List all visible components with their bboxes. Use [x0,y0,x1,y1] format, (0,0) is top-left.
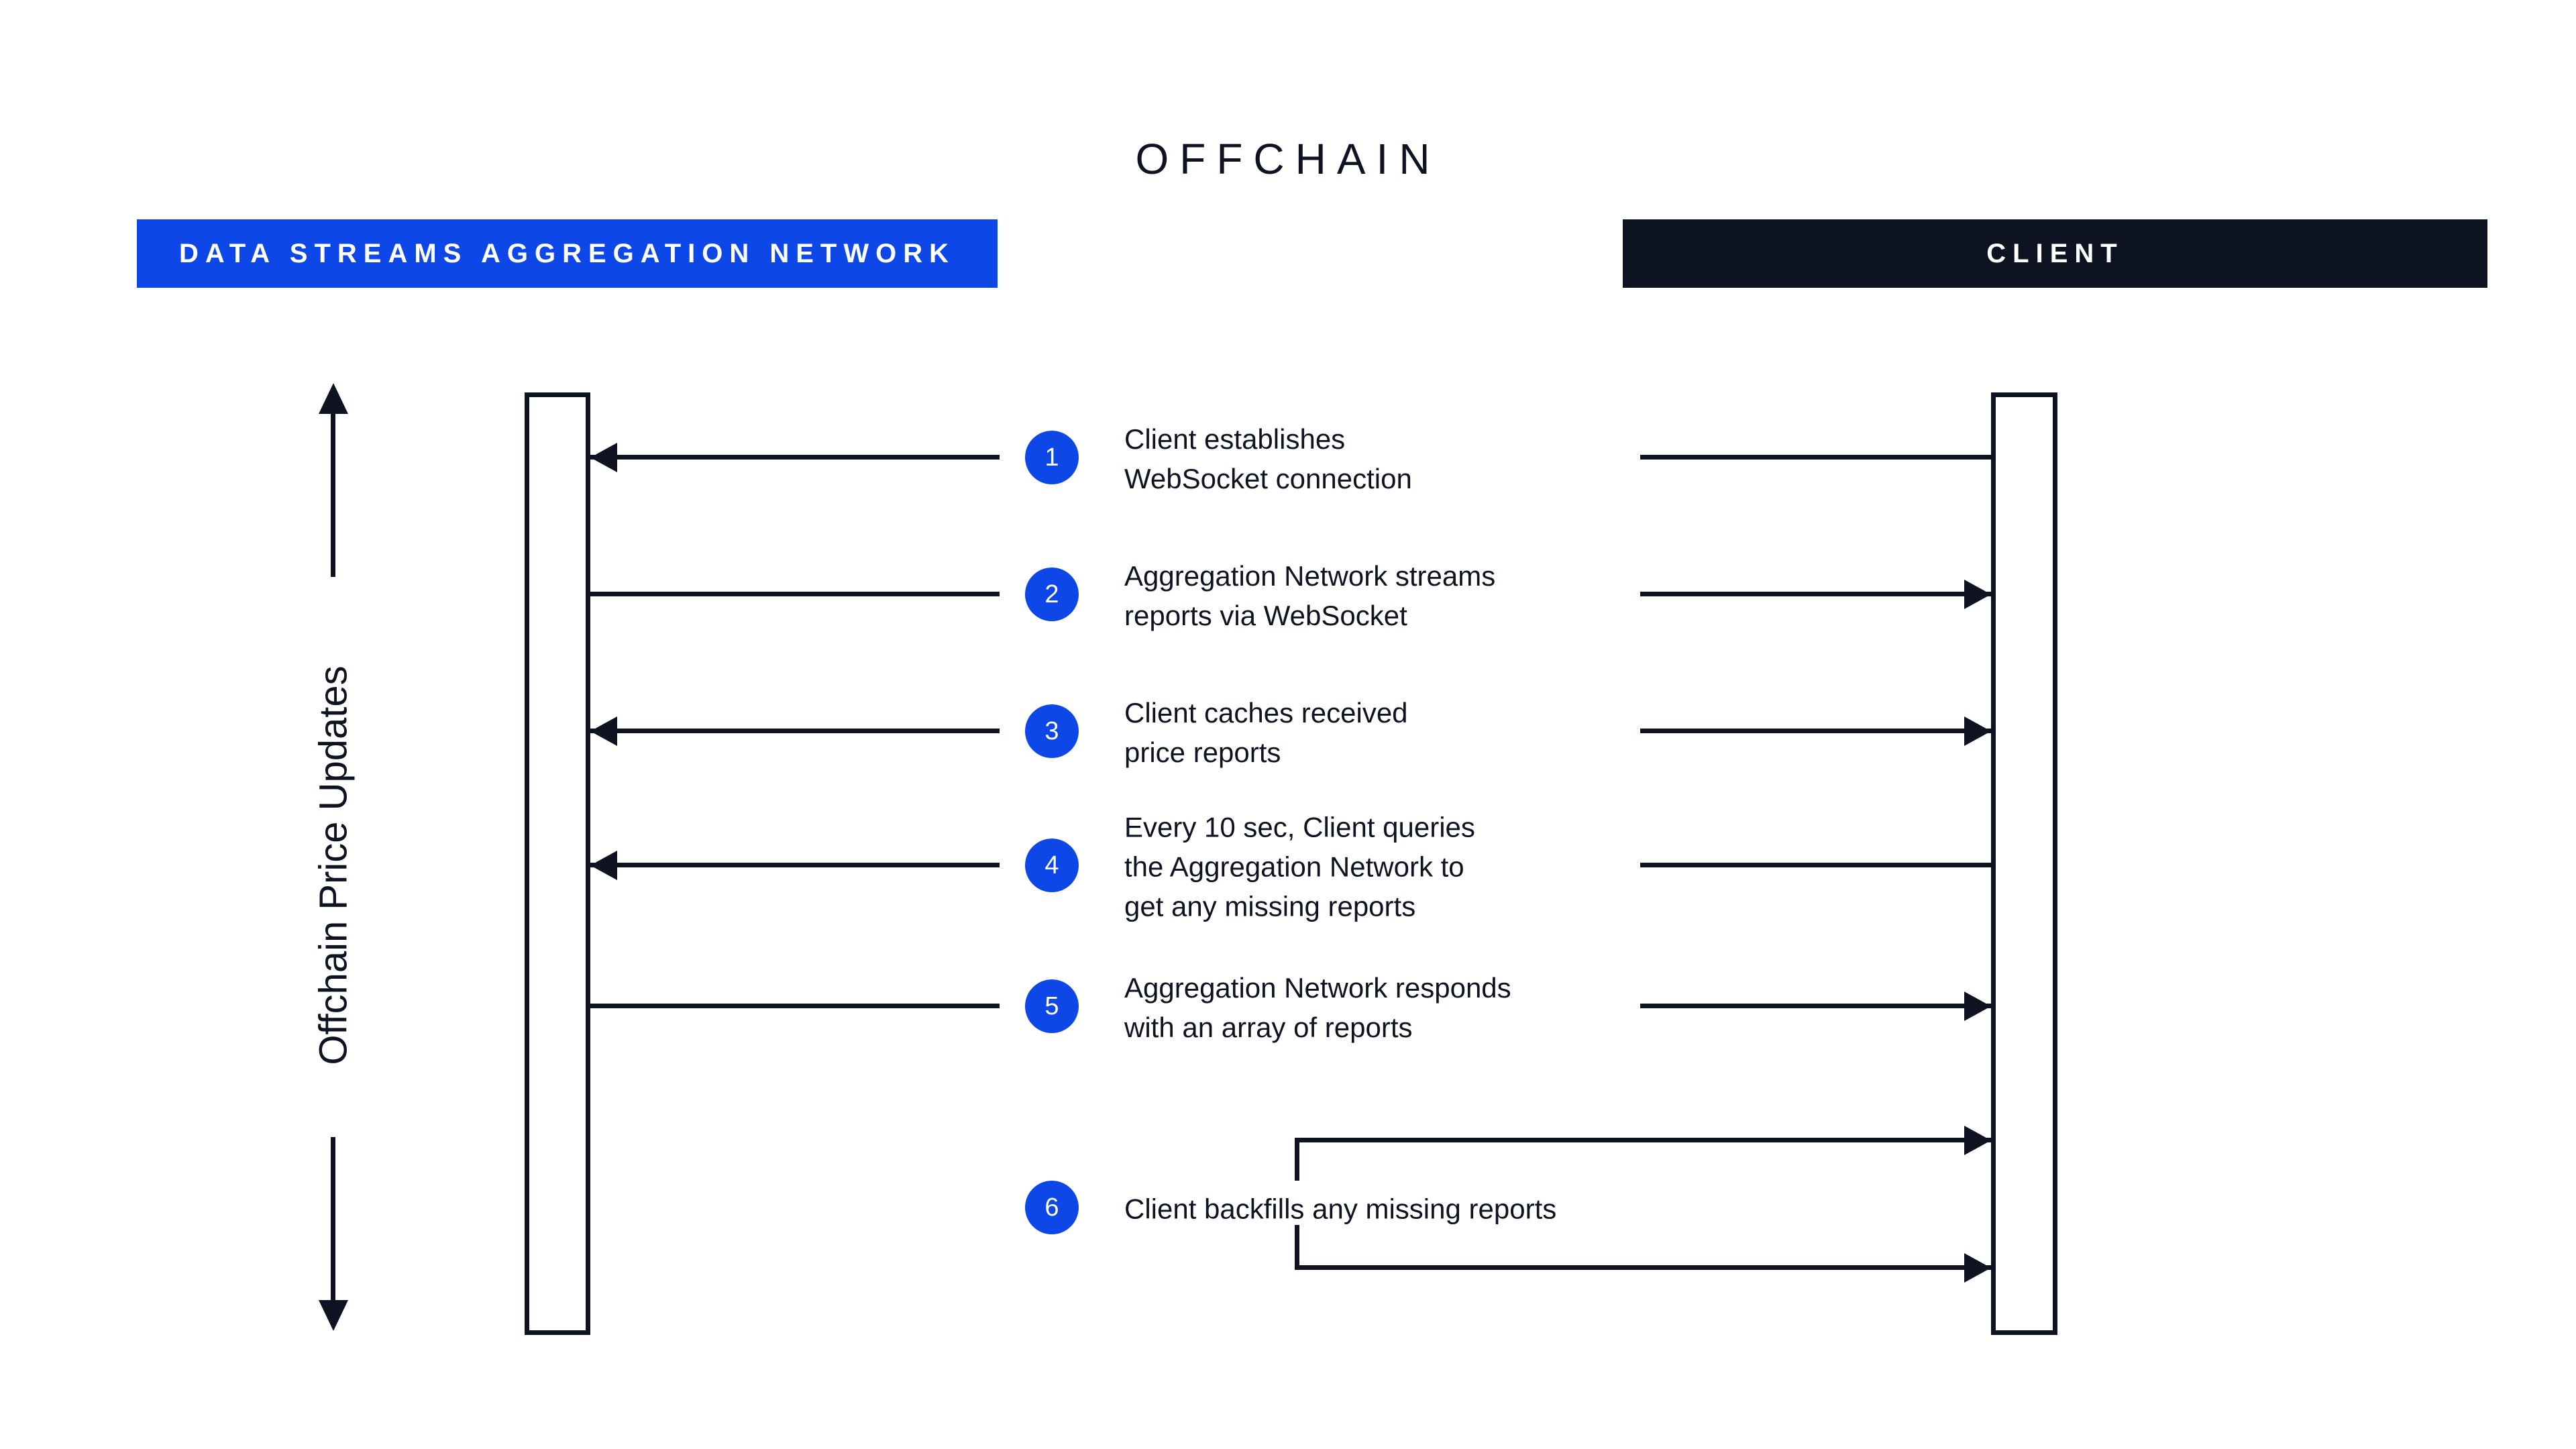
client-lane-header: CLIENT [1623,219,2487,288]
step-description: Every 10 sec, Client queries the Aggrega… [1124,811,1475,922]
network-lifeline [525,392,590,1335]
client-lifeline [1991,392,2057,1335]
step-number-badge: 1 [1025,431,1079,484]
axis-lower-shaft [331,1137,335,1303]
arrowhead-right-icon [1964,1253,1991,1283]
network-lane-label: DATA STREAMS AGGREGATION NETWORK [179,238,955,268]
step-number-badge: 2 [1025,568,1079,621]
message-line-right [1640,1004,1991,1008]
axis-up-arrow-icon [319,383,348,414]
step-number: 1 [1044,443,1059,472]
loop-line-top [1295,1138,1991,1142]
arrowhead-left-icon [590,851,617,880]
step-description: Client caches received price reports [1124,697,1408,768]
step-number: 4 [1044,851,1059,879]
loop-line-bottom [1295,1265,1991,1270]
message-line-right [1640,455,1991,460]
step-number-badge: 3 [1025,704,1079,758]
arrowhead-right-icon [1964,991,1991,1021]
diagram-title: OFFCHAIN [1135,135,1441,183]
loop-bracket-stub-top [1295,1138,1299,1181]
message-line-right [1640,729,1991,733]
step-number: 6 [1044,1193,1059,1222]
loop-bracket-stub-bottom [1295,1225,1299,1268]
axis-label: Offchain Price Updates [311,665,356,1065]
step-number-badge: 4 [1025,839,1079,892]
arrowhead-right-icon [1964,716,1991,746]
step-description: Aggregation Network streams reports via … [1124,560,1496,631]
axis-upper-shaft [331,409,335,577]
step-number-badge: 5 [1025,979,1079,1033]
step-description: Aggregation Network responds with an arr… [1124,972,1511,1043]
axis-down-arrow-icon [319,1300,348,1331]
network-lane-header: DATA STREAMS AGGREGATION NETWORK [137,219,998,288]
step-number: 2 [1044,580,1059,608]
step-number-badge: 6 [1025,1181,1079,1234]
step-number: 3 [1044,716,1059,745]
message-line-left [590,455,1000,460]
message-line-left [590,1004,1000,1008]
message-line-right [1640,863,1991,867]
step-description: Client establishes WebSocket connection [1124,423,1412,494]
arrowhead-right-icon [1964,1126,1991,1155]
message-line-left [590,863,1000,867]
arrowhead-right-icon [1964,580,1991,609]
arrowhead-left-icon [590,716,617,746]
arrowhead-left-icon [590,443,617,472]
step-description: Client backfills any missing reports [1124,1193,1557,1225]
step-number: 5 [1044,991,1059,1020]
message-line-right [1640,592,1991,596]
message-line-left [590,592,1000,596]
message-line-left [590,729,1000,733]
client-lane-label: CLIENT [1986,238,2124,268]
